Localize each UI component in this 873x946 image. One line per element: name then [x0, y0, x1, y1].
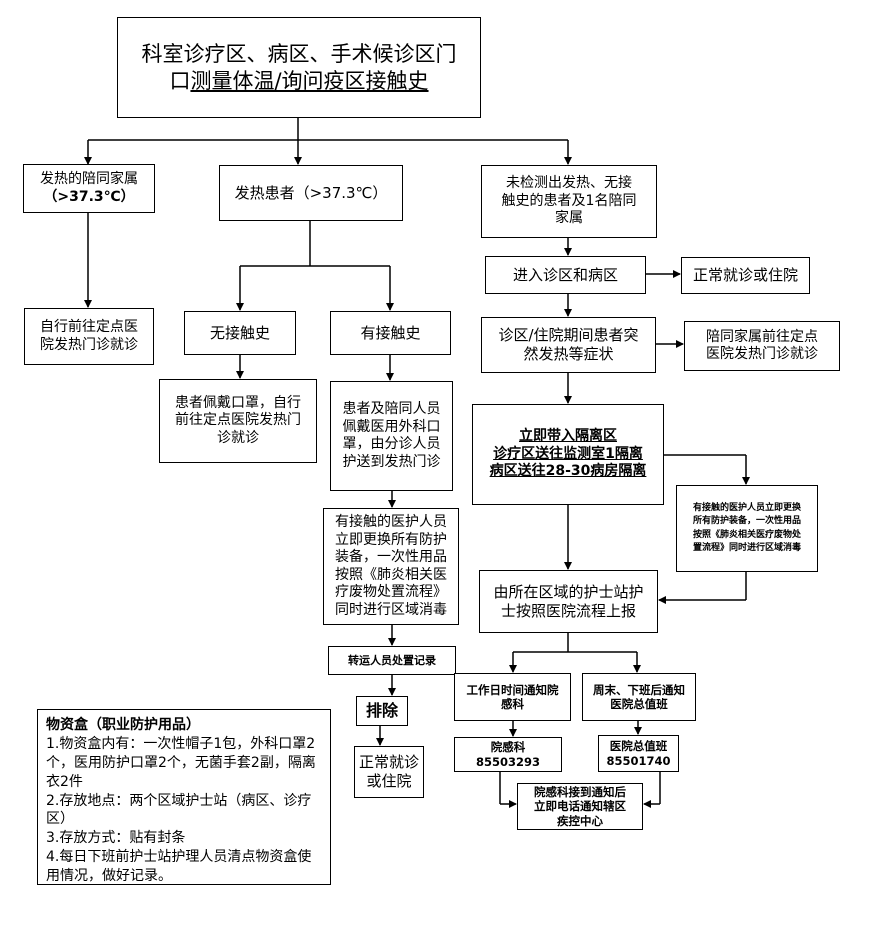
no-contact-action-box: 患者佩戴口罩，自行 前往定点医院发热门 诊就诊 [159, 379, 317, 463]
family-to-fever-line-2: 医院发热门诊就诊 [706, 346, 818, 362]
duty-office-line-2: 85501740 [606, 753, 671, 768]
has-contact-action-box: 患者及陪同人员 佩戴医用外科口 罩，由分诊人员 护送到发热门诊 [330, 381, 453, 491]
supplies-item-4: 4.每日下班前护士站护理人员清点物资盒使用情况，做好记录。 [46, 849, 312, 885]
family-to-fever-line-1: 陪同家属前往定点 [706, 328, 818, 345]
isolation-line-2: 诊疗区送往监测室1隔离 [493, 445, 643, 462]
isolation-line-3: 病区送往28-30病房隔离 [489, 463, 647, 480]
has-contact-action-line-3: 罩，由分诊人员 [342, 436, 441, 452]
normal-visit-left-box: 正常就诊 或住院 [354, 746, 424, 798]
staff-replace-small-line-4: 置流程》同时进行区域消毒 [692, 543, 801, 553]
weekend-notify-line-2: 医院总值班 [610, 697, 668, 711]
transport-record-label: 转运人员处置记录 [348, 653, 436, 667]
report-line-2: 士按照医院流程上报 [500, 601, 636, 620]
supplies-title: 物资盒（职业防护用品） [46, 717, 200, 733]
duty-office-line-1: 医院总值班 [609, 739, 668, 754]
isolation-line-1: 立即带入隔离区 [519, 428, 617, 445]
workday-notify-box: 工作日时间通知院 感科 [454, 673, 571, 721]
exclude-box: 排除 [356, 696, 408, 726]
has-contact-label: 有接触史 [360, 323, 421, 342]
normal-visit-left-line-2: 或住院 [366, 772, 412, 790]
screening-title-box: 科室诊疗区、病区、手术候诊区门 口测量体温/询问疫区接触史 [117, 17, 481, 118]
no-contact-action-line-3: 诊就诊 [217, 429, 259, 446]
staff-replace-line-4: 按照《肺炎相关医 [335, 566, 447, 583]
title-line-2-prefix: 口 [169, 68, 191, 93]
infection-dept-box: 院感科85503293 [454, 737, 562, 772]
workday-notify-line-1: 工作日时间通知院 [466, 682, 559, 697]
normal-visit-right-label: 正常就诊或住院 [692, 266, 798, 285]
staff-replace-line-1: 有接触的医护人员 [335, 514, 447, 530]
title-line-2-underlined: 测量体温/询问疫区接触史 [190, 68, 429, 93]
staff-replace-line-6: 同时进行区域消毒 [335, 601, 447, 618]
isolation-box: 立即带入隔离区 诊疗区送往监测室1隔离 病区送往28-30病房隔离 [472, 404, 664, 505]
infection-dept-label: 院感科85503293 [475, 740, 540, 769]
fever-family-line-2: （>37.3℃） [43, 188, 135, 205]
weekend-notify-box: 周末、下班后通知 医院总值班 [582, 673, 696, 721]
normal-visit-left-line-1: 正常就诊 [359, 753, 420, 772]
exclude-label: 排除 [365, 701, 398, 720]
supplies-item-3: 3.存放方式：贴有封条 [46, 830, 186, 847]
title-line-1: 科室诊疗区、病区、手术候诊区门 [141, 42, 457, 67]
no-fever-line-1: 未检测出发热、无接 [505, 175, 632, 192]
transport-record-box: 转运人员处置记录 [328, 646, 456, 675]
fever-family-box: 发热的陪同家属 （>37.3℃） [23, 164, 155, 213]
cdc-notify-box: 院感科接到通知后 立即电话通知辖区 疾控中心 [517, 783, 643, 830]
has-contact-action-line-1: 患者及陪同人员 [342, 401, 441, 417]
normal-visit-right-box: 正常就诊或住院 [681, 257, 810, 294]
fever-family-line-1: 发热的陪同家属 [40, 171, 138, 187]
no-contact-action-line-2: 前往定点医院发热门 [175, 412, 301, 429]
cdc-notify-line-1: 院感科接到通知后 [534, 784, 626, 799]
no-fever-box: 未检测出发热、无接 触史的患者及1名陪同 家属 [481, 165, 657, 238]
family-to-fever-box: 陪同家属前往定点 医院发热门诊就诊 [684, 321, 840, 371]
report-box: 由所在区域的护士站护 士按照医院流程上报 [479, 570, 658, 633]
staff-replace-small-box: 有接触的医护人员立即更换 所有防护装备，一次性用品 按照《肺炎相关医疗废物处 置… [676, 485, 818, 572]
duty-office-box: 医院总值班 85501740 [598, 735, 679, 772]
enter-ward-label: 进入诊区和病区 [512, 265, 618, 284]
fever-patient-label: 发热患者（>37.3℃） [234, 183, 388, 202]
enter-ward-box: 进入诊区和病区 [485, 256, 646, 294]
fever-family-action-line-2: 院发热门诊就诊 [40, 336, 138, 353]
fever-patient-box: 发热患者（>37.3℃） [219, 165, 403, 221]
staff-replace-line-5: 疗废物处置流程》 [335, 584, 447, 600]
staff-replace-small-line-1: 有接触的医护人员立即更换 [692, 502, 801, 513]
staff-replace-line-3: 装备，一次性用品 [335, 549, 447, 565]
no-fever-line-3: 家属 [554, 210, 583, 227]
no-contact-action-line-1: 患者佩戴口罩，自行 [175, 394, 301, 411]
fever-family-action-line-1: 自行前往定点医 [40, 319, 138, 335]
workday-notify-line-2: 感科 [501, 697, 524, 711]
has-contact-action-line-2: 佩戴医用外科口 [342, 418, 441, 435]
weekend-notify-line-1: 周末、下班后通知 [593, 682, 685, 697]
sudden-fever-line-2: 然发热等症状 [523, 345, 614, 363]
cdc-notify-line-3: 疾控中心 [557, 813, 603, 828]
sudden-fever-line-1: 诊区/住院期间患者突 [498, 326, 639, 345]
sudden-fever-box: 诊区/住院期间患者突 然发热等症状 [481, 317, 656, 373]
supplies-item-1: 1.物资盒内有：一次性帽子1包，外科口罩2个，医用防护口罩2个，无菌手套2副，隔… [46, 735, 316, 790]
no-contact-label: 无接触史 [209, 323, 270, 342]
staff-replace-line-2: 立即更换所有防护 [335, 531, 447, 548]
staff-replace-small-line-2: 所有防护装备，一次性用品 [692, 516, 801, 526]
staff-replace-box: 有接触的医护人员 立即更换所有防护 装备，一次性用品 按照《肺炎相关医 疗废物处… [323, 508, 459, 625]
supplies-box: 物资盒（职业防护用品） 1.物资盒内有：一次性帽子1包，外科口罩2个，医用防护口… [37, 709, 331, 885]
has-contact-action-line-4: 护送到发热门诊 [342, 453, 441, 470]
cdc-notify-line-2: 立即电话通知辖区 [534, 799, 626, 814]
supplies-item-2: 2.存放地点：两个区域护士站（病区、诊疗区） [46, 792, 312, 828]
fever-family-action-box: 自行前往定点医 院发热门诊就诊 [24, 308, 154, 365]
report-line-1: 由所在区域的护士站护 [493, 582, 644, 601]
staff-replace-small-line-3: 按照《肺炎相关医疗废物处 [692, 529, 801, 540]
no-contact-box: 无接触史 [184, 311, 296, 355]
has-contact-box: 有接触史 [330, 311, 451, 355]
no-fever-line-2: 触史的患者及1名陪同 [501, 192, 637, 209]
